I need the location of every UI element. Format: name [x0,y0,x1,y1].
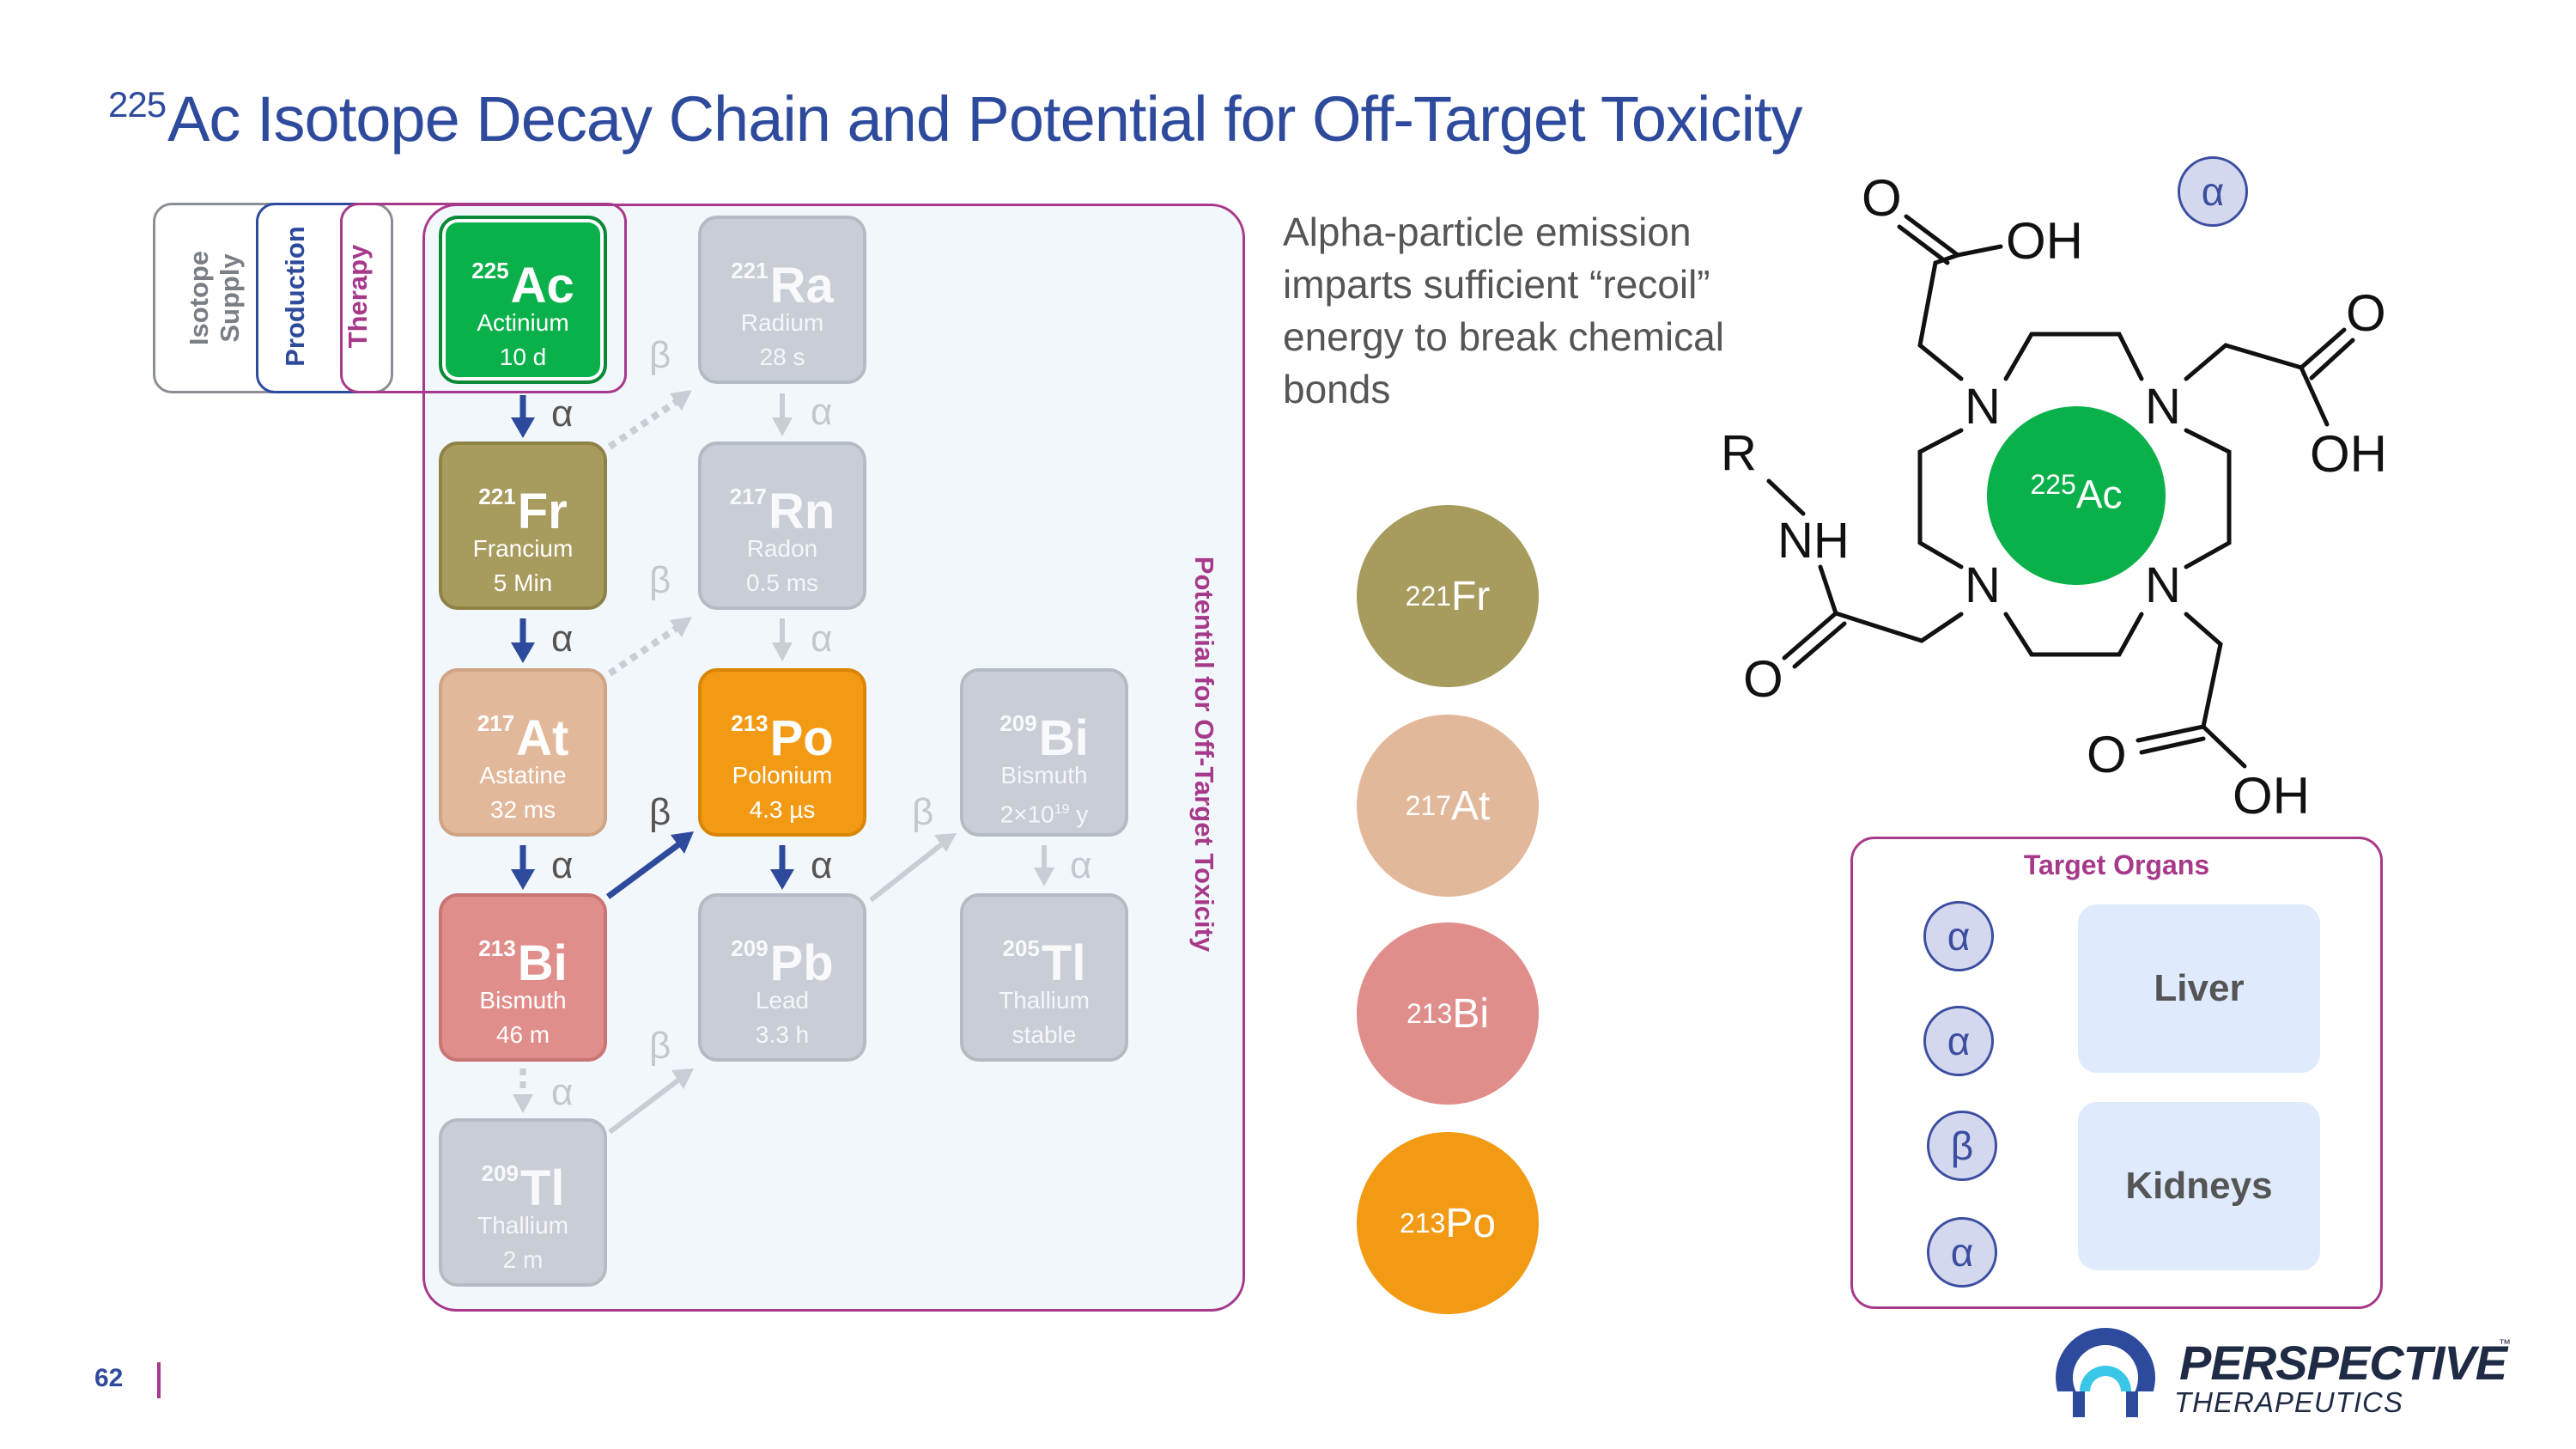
beta-label-3: β [912,791,934,833]
atom-oh-1: OH [2006,212,2083,270]
logo-trademark: ™ [2499,1336,2511,1350]
logo-subtitle: THERAPEUTICS [2174,1386,2403,1418]
page-number: 62 [94,1364,124,1392]
atom-o-1: O [1862,169,1902,227]
atom-oh-2: OH [2310,425,2387,483]
target-organs-box: Target Organs Liver Kidneys α α β α [1850,837,2383,1309]
beta-label-4: β [649,1025,671,1067]
alpha-label-5: α [811,391,833,433]
beta-arrow-ac-ra [607,390,692,450]
recoil-description: Alpha-particle emission imparts sufficie… [1283,210,1724,411]
alpha-arrow-po-pb [770,845,794,890]
alpha-label-1: α [551,393,574,435]
alpha-arrow-bi213-tl209 [513,1068,533,1113]
tile-bismuth-209: 209Bi Bismuth 2×1019 y [960,668,1128,837]
alpha-arrow-ra-rn [772,393,793,436]
chelator-center-label: 225Ac [2030,469,2123,517]
atom-o-2: O [2346,284,2386,342]
particle-bubble-2: α [1923,1006,1994,1076]
atom-o-4: O [1743,650,1783,708]
beta-label-2: β [649,559,671,601]
beta-label-bi-po: β [649,791,671,833]
alpha-arrow-at-bi [511,845,535,890]
organ-liver: Liver [2078,904,2320,1073]
page-title: 225Ac Isotope Decay Chain and Potential … [108,83,1802,155]
alpha-particle-bubble: α [2178,156,2248,227]
organ-kidneys: Kidneys [2078,1102,2320,1270]
particle-bubble-3: β [1927,1111,1997,1181]
chelator-bonds [1766,214,2355,769]
actinium-core [1987,406,2166,585]
particle-bubble-1: α [1923,901,1994,971]
atom-n-3: N [1965,557,2001,613]
atom-o-3: O [2087,726,2127,783]
alpha-arrow-bi209-tl205 [1034,845,1054,886]
particle-bubble-4: α [1927,1217,1997,1288]
alpha-arrow-rn-po [772,618,793,661]
atom-n-1: N [1965,379,2001,435]
target-organs-title: Target Organs [2023,849,2210,880]
atom-r: R [1721,425,1757,481]
alpha-arrow-fr-at [511,618,535,663]
logo-wordmark: PERSPECTIVE [2179,1336,2507,1390]
alpha-arrow-ac-fr [511,395,535,438]
atom-n-4: N [2145,557,2181,613]
alpha-label-2: α [551,618,574,660]
alpha-label-3: α [551,844,574,886]
alpha-label-4: α [811,844,833,886]
beta-label-1: β [649,334,671,376]
beta-arrow-tl209-pb [608,1068,694,1135]
alpha-label-6: α [811,618,833,660]
atom-oh-3: OH [2233,767,2310,825]
beta-arrow-pb-bi209 [869,833,957,903]
alpha-label-8: α [551,1071,574,1113]
atom-nh: NH [1777,513,1850,569]
beta-arrow-fr-rn [607,617,692,677]
atom-n-2: N [2145,379,2181,435]
alpha-label-7: α [1070,844,1092,886]
therapy-stage: Therapy [340,203,627,393]
beta-arrow-bi-po [605,831,694,899]
page-divider [157,1362,161,1398]
